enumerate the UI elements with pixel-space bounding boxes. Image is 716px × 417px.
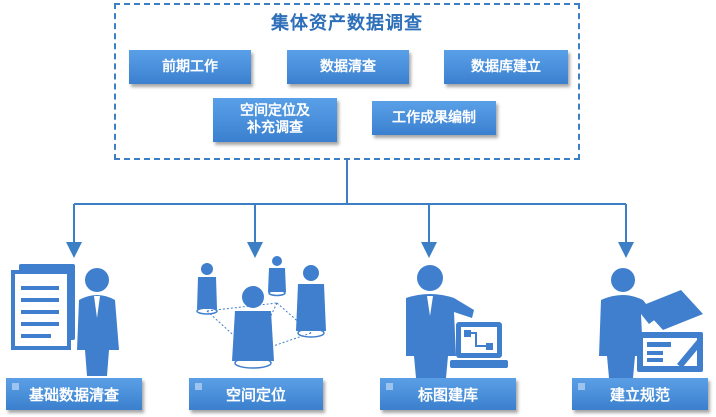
outcome-label: 空间定位	[225, 385, 286, 404]
task-data-inventory: 数据清查	[287, 50, 409, 84]
label-marker	[195, 383, 202, 390]
network-people-icon	[196, 256, 326, 369]
diagram-title: 集体资产数据调查	[271, 13, 423, 34]
survey-frame	[114, 3, 580, 160]
label-marker	[12, 383, 19, 390]
outcome-establish-standards: 建立规范	[572, 378, 708, 410]
label-marker	[578, 383, 585, 390]
outcome-label: 基础数据清查	[28, 385, 119, 404]
standards-worker-icon	[599, 268, 703, 378]
task-results-compilation: 工作成果编制	[372, 101, 496, 135]
label-marker	[386, 383, 393, 390]
outcome-spatial-positioning: 空间定位	[189, 378, 323, 410]
task-database-build: 数据库建立	[444, 50, 568, 84]
task-spatial-positioning: 空间定位及 补充调查	[213, 98, 337, 142]
outcome-base-data-inventory: 基础数据清查	[6, 378, 142, 410]
computer-worker-icon	[406, 265, 508, 378]
document-worker-icon	[11, 264, 119, 376]
outcome-mapping-database: 标图建库	[380, 378, 516, 410]
connector-tree	[66, 160, 634, 258]
outcome-label: 标图建库	[417, 385, 478, 404]
task-preliminary-work: 前期工作	[129, 50, 251, 84]
outcome-label: 建立规范	[609, 385, 670, 404]
